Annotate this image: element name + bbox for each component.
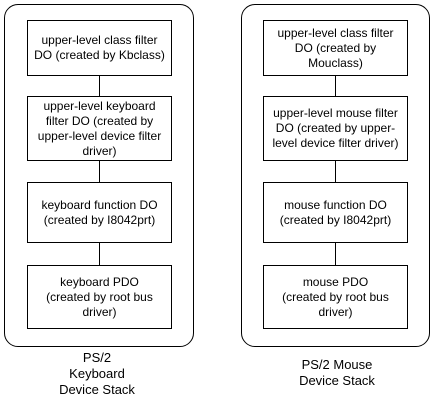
keyboard-function-do-box: keyboard function DO (created by I8042pr… — [27, 182, 172, 243]
keyboard-device-stack-frame — [4, 4, 194, 347]
keyboard-connector-1 — [99, 76, 100, 96]
mouse-stack-label: PS/2 Mouse Device Stack — [299, 357, 375, 388]
keyboard-connector-2 — [99, 161, 100, 182]
mouse-connector-3 — [335, 243, 336, 265]
mouse-upper-filter-do-box: upper-level mouse filter DO (created by … — [263, 96, 408, 161]
mouse-class-filter-do-box: upper-level class filter DO (created by … — [263, 20, 408, 76]
mouse-function-do-box: mouse function DO (created by I8042prt) — [263, 182, 408, 243]
mouse-pdo-box: mouse PDO (created by root bus driver) — [263, 265, 408, 329]
keyboard-stack-label: PS/2 Keyboard Device Stack — [59, 350, 135, 397]
keyboard-upper-filter-do-box: upper-level keyboard filter DO (created … — [27, 96, 172, 161]
mouse-connector-1 — [335, 76, 336, 96]
mouse-device-stack-frame — [241, 4, 430, 347]
keyboard-class-filter-do-box: upper-level class filter DO (created by … — [27, 20, 172, 76]
keyboard-connector-3 — [99, 243, 100, 265]
mouse-connector-2 — [335, 161, 336, 182]
keyboard-pdo-box: keyboard PDO (created by root bus driver… — [27, 265, 172, 329]
